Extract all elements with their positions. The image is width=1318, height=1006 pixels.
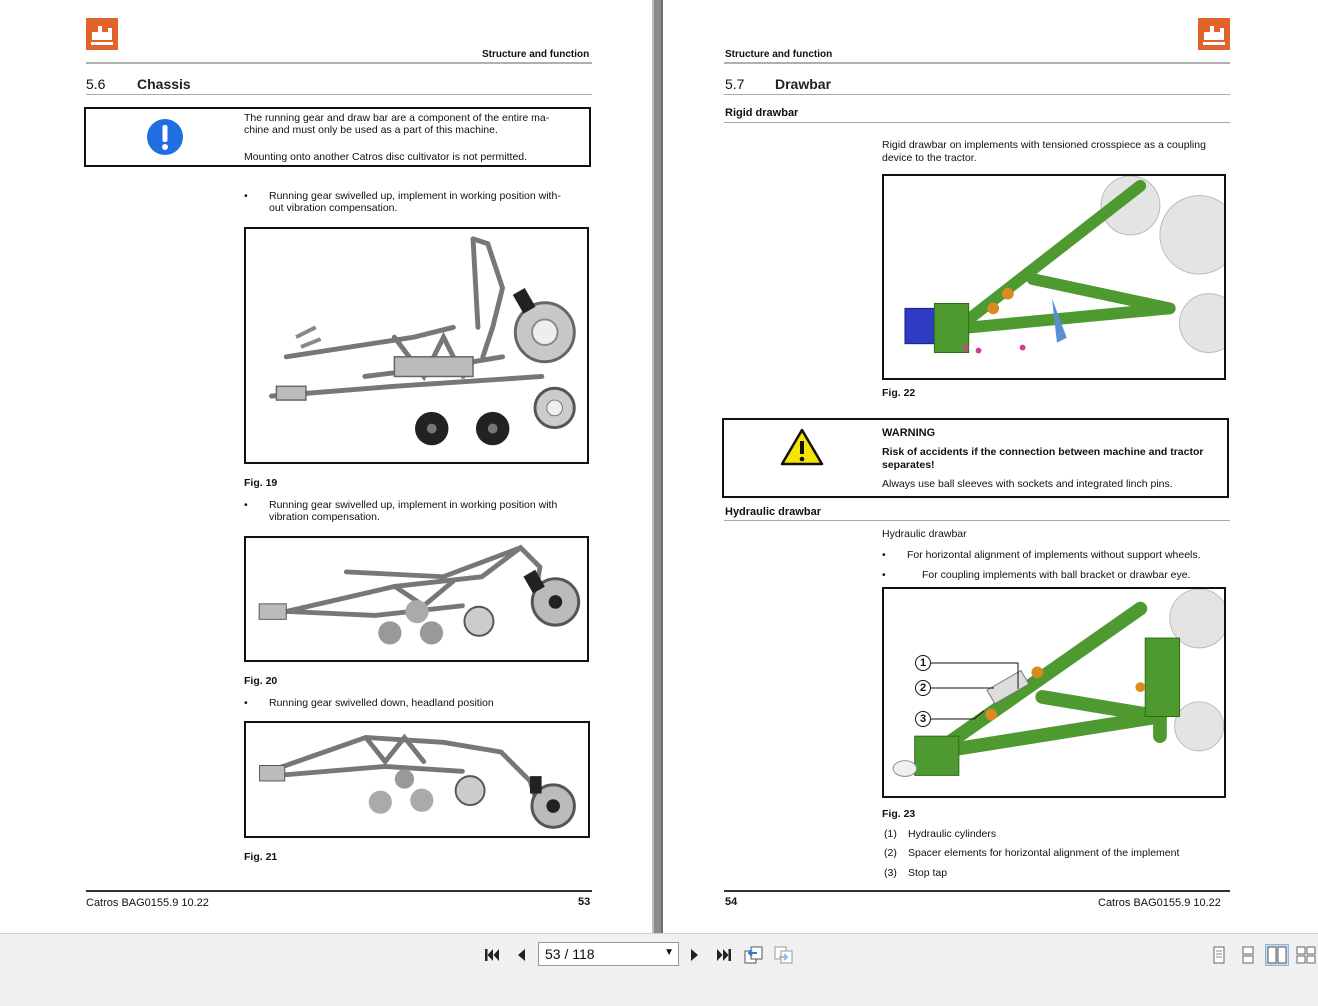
figure-caption: Fig. 22 bbox=[882, 387, 916, 399]
callout-2: 2 bbox=[915, 680, 931, 696]
hydraulic-intro: Hydraulic drawbar bbox=[882, 528, 967, 540]
footer-rule bbox=[86, 890, 592, 892]
bullet-text: out vibration compensation. bbox=[269, 202, 398, 214]
two-page-view-icon[interactable] bbox=[1265, 944, 1289, 966]
amazone-logo bbox=[86, 18, 118, 50]
go-forward-icon[interactable] bbox=[773, 944, 795, 966]
callout-leaders bbox=[931, 662, 1019, 720]
running-head: Structure and function bbox=[482, 49, 590, 60]
last-page-icon[interactable] bbox=[714, 944, 734, 966]
figure-caption: Fig. 21 bbox=[244, 851, 278, 863]
warning-line3: Always use ball sleeves with sockets and… bbox=[882, 478, 1173, 490]
previous-page-icon[interactable] bbox=[512, 944, 530, 966]
subsection-rule bbox=[724, 122, 1230, 123]
rigid-text-line1: Rigid drawbar on implements with tension… bbox=[882, 139, 1206, 151]
section-rule bbox=[86, 94, 592, 95]
next-page-icon[interactable] bbox=[686, 944, 704, 966]
note-line3: Mounting onto another Catros disc cultiv… bbox=[244, 151, 528, 163]
running-head: Structure and function bbox=[725, 49, 833, 60]
subsection-rule bbox=[724, 520, 1230, 521]
page-gutter bbox=[652, 0, 663, 933]
section-title: Drawbar bbox=[775, 76, 832, 92]
figure-caption: Fig. 20 bbox=[244, 675, 278, 687]
callout-3: 3 bbox=[915, 711, 931, 727]
figure-21-chassis-image bbox=[244, 721, 590, 838]
warning-triangle-icon bbox=[780, 428, 824, 466]
section-title: Chassis bbox=[137, 76, 191, 92]
bullet-item: • Running gear swivelled down, headland … bbox=[244, 697, 594, 709]
bullet-text: Running gear swivelled up, implement in … bbox=[269, 190, 561, 202]
legend-text: Stop tap bbox=[908, 867, 948, 879]
amazone-logo bbox=[1198, 18, 1230, 50]
section-rule bbox=[724, 94, 1230, 95]
note-line1: The running gear and draw bar are a comp… bbox=[244, 112, 550, 124]
subsection-title: Hydraulic drawbar bbox=[725, 506, 821, 518]
continuous-view-icon[interactable] bbox=[1236, 944, 1260, 966]
legend-text: Hydraulic cylinders bbox=[908, 828, 997, 840]
footer-title: Catros BAG0155.9 10.22 bbox=[86, 897, 209, 909]
go-back-icon[interactable] bbox=[743, 944, 765, 966]
figure-caption: Fig. 19 bbox=[244, 477, 278, 489]
warning-line2: separates! bbox=[882, 459, 935, 471]
warning-title: WARNING bbox=[882, 427, 936, 439]
left-page: Structure and function 5.6 Chassis The r… bbox=[0, 0, 652, 933]
header-rule bbox=[724, 62, 1230, 64]
figure-22-rigid-drawbar-image bbox=[882, 174, 1226, 380]
legend-num: (3) bbox=[884, 867, 897, 879]
bullet-item: • For coupling implements with ball brac… bbox=[882, 569, 1227, 581]
warning-box: WARNING Risk of accidents if the connect… bbox=[722, 418, 1229, 498]
page-indicator: 53 / 118 bbox=[545, 946, 595, 962]
footer-rule bbox=[724, 890, 1230, 892]
bullet-item: • Running gear swivelled up, implement i… bbox=[244, 499, 594, 523]
info-exclamation-icon bbox=[146, 118, 184, 156]
chevron-down-icon[interactable]: ▼ bbox=[664, 947, 674, 958]
page-number: 54 bbox=[725, 896, 738, 908]
figure-20-chassis-image bbox=[244, 536, 589, 662]
note-box: The running gear and draw bar are a comp… bbox=[84, 107, 591, 167]
bullet-item: • For horizontal alignment of implements… bbox=[882, 549, 1227, 561]
figure-19-chassis-image bbox=[244, 227, 589, 464]
legend-item: (2) Spacer elements for horizontal align… bbox=[884, 847, 1179, 860]
bullet-text: Running gear swivelled up, implement in … bbox=[269, 499, 558, 511]
bullet-text: Running gear swivelled down, headland po… bbox=[269, 697, 494, 709]
legend-item: (1) Hydraulic cylinders bbox=[884, 828, 996, 841]
page-number: 53 bbox=[578, 896, 591, 908]
legend-num: (1) bbox=[884, 828, 897, 840]
figure-caption: Fig. 23 bbox=[882, 808, 916, 820]
bullet-text: For coupling implements with ball bracke… bbox=[922, 569, 1191, 581]
single-page-view-icon[interactable] bbox=[1207, 944, 1231, 966]
callout-1: 1 bbox=[915, 655, 931, 671]
page-number-input[interactable]: 53 / 118 ▼ bbox=[538, 942, 679, 966]
subsection-title: Rigid drawbar bbox=[725, 107, 799, 119]
legend-item: (3) Stop tap bbox=[884, 867, 947, 880]
bullet-text: For horizontal alignment of implements w… bbox=[907, 549, 1201, 561]
bullet-item: • Running gear swivelled up, implement i… bbox=[244, 190, 594, 214]
first-page-icon[interactable] bbox=[482, 944, 502, 966]
footer-title: Catros BAG0155.9 10.22 bbox=[1098, 897, 1221, 909]
warning-line1: Risk of accidents if the connection betw… bbox=[882, 446, 1204, 458]
legend-text: Spacer elements for horizontal alignment… bbox=[908, 847, 1180, 859]
header-rule bbox=[86, 62, 592, 64]
two-page-continuous-view-icon[interactable] bbox=[1294, 944, 1318, 966]
bullet-text: vibration compensation. bbox=[269, 511, 380, 523]
note-line2: chine and must only be used as a part of… bbox=[244, 124, 498, 136]
section-number: 5.6 bbox=[86, 76, 106, 92]
legend-num: (2) bbox=[884, 847, 897, 859]
figure-23-hydraulic-drawbar-image: 1 2 3 bbox=[882, 587, 1226, 798]
right-page: Structure and function 5.7 Drawbar Rigid… bbox=[663, 0, 1318, 933]
rigid-text-line2: device to the tractor. bbox=[882, 152, 977, 164]
section-number: 5.7 bbox=[725, 76, 745, 92]
